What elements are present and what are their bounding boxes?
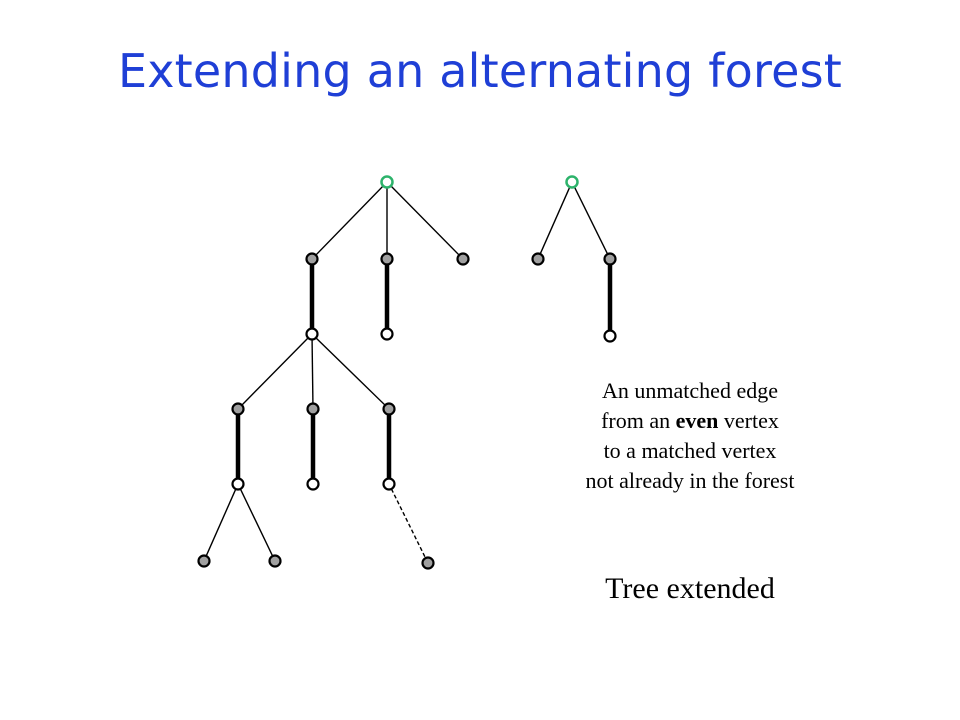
even-vertex-d3	[382, 477, 396, 491]
even-vertex-b2	[380, 327, 394, 341]
even-vertex-g1	[603, 329, 617, 343]
unmatched-edge-b1-c3	[315, 337, 386, 406]
odd-vertex-c2	[306, 402, 320, 416]
odd-vertex-f2	[603, 252, 617, 266]
slide-title: Extending an alternating forest	[118, 44, 842, 98]
root-vertex-r1	[380, 175, 394, 189]
explanation-caption: An unmatched edge from an even vertex to…	[508, 376, 872, 496]
even-vertex-d1	[231, 477, 245, 491]
odd-vertex-c3	[382, 402, 396, 416]
unmatched-edge-b1-c2	[311, 339, 314, 404]
vertices-layer	[197, 175, 617, 570]
new-edge-d3-e3	[390, 488, 427, 559]
odd-vertex-c1	[231, 402, 245, 416]
odd-vertex-e1	[197, 554, 211, 568]
status-text: Tree extended	[605, 572, 775, 605]
unmatched-edge-d1-e2	[239, 488, 274, 557]
caption-even-word: even	[675, 408, 719, 433]
unmatched-edge-r2-f1	[539, 186, 571, 255]
unmatched-edge-d1-e1	[205, 488, 237, 557]
caption-line-2-suffix: vertex	[718, 408, 779, 433]
odd-vertex-a3	[456, 252, 470, 266]
odd-vertex-a2	[380, 252, 394, 266]
caption-line-4: not already in the forest	[585, 468, 795, 493]
caption-line-2: from an even vertex	[508, 406, 872, 436]
caption-line-2-prefix: from an	[601, 408, 676, 433]
unmatched-edge-r2-f2	[573, 186, 609, 255]
caption-line-1: An unmatched edge	[602, 378, 778, 403]
caption-line-3: to a matched vertex	[603, 438, 777, 463]
odd-vertex-e3	[421, 556, 435, 570]
even-vertex-d2	[306, 477, 320, 491]
root-vertex-r2	[565, 175, 579, 189]
odd-vertex-f1	[531, 252, 545, 266]
even-vertex-b1	[305, 327, 319, 341]
odd-vertex-a1	[305, 252, 319, 266]
unmatched-edge-r1-a3	[390, 185, 460, 256]
unmatched-edge-r1-a1	[315, 185, 384, 256]
edges-layer	[205, 185, 613, 559]
odd-vertex-e2	[268, 554, 282, 568]
unmatched-edge-b1-c1	[241, 337, 309, 406]
